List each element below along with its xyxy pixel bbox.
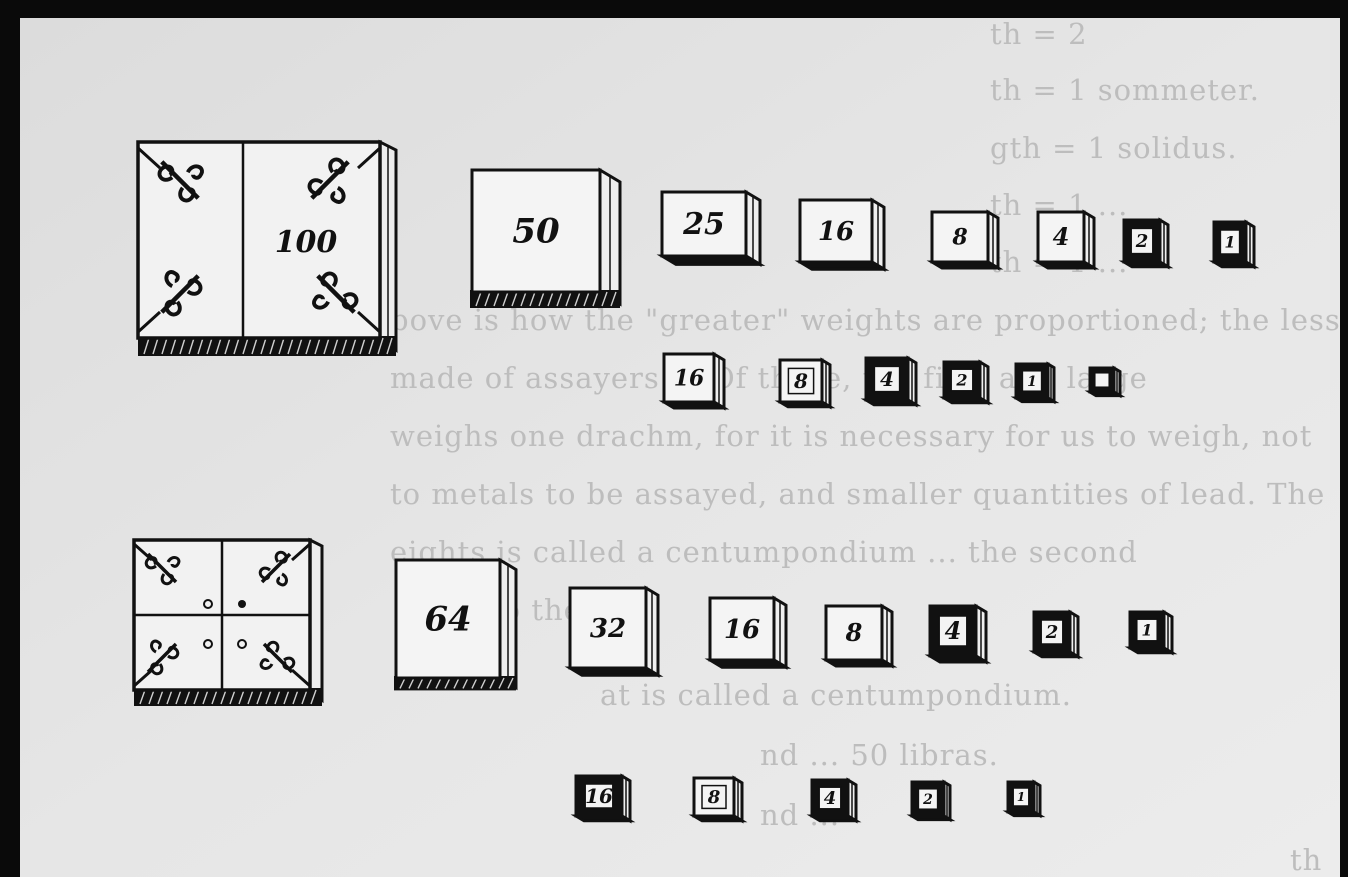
weight-label: 1 [1224,232,1235,251]
weight-label: 4 [945,616,962,645]
weight-label: 1 [1141,620,1152,639]
weight-label: 4 [824,788,837,809]
large-box-weight-100: 100 [138,142,396,356]
bleed-line: at is called a centumpondium. [600,678,1072,712]
weight-16-c: 16 [710,598,786,667]
weight-smallest [1090,368,1120,396]
weight-label: 16 [818,217,854,247]
weight-1-a: 1 [1214,222,1254,267]
bleed-line: to metals to be assayed, and smaller qua… [390,477,1325,511]
quartered-box [134,540,322,706]
weight-4-c: 4 [930,606,986,662]
weight-label: 25 [682,207,725,242]
weight-label: 50 [512,212,560,252]
weight-2-c: 2 [1034,612,1078,657]
weight-2-a: 2 [1124,220,1168,267]
weight-32: 32 [570,588,658,675]
weight-label: 8 [707,787,721,808]
weight-label: 16 [585,784,613,808]
weight-2-d: 2 [912,782,950,820]
weight-4-d: 4 [812,780,856,821]
bleed-line: nd ... 50 libras. [760,738,999,772]
weight-1-c: 1 [1130,612,1172,653]
weight-label: 8 [845,618,863,647]
bleed-line: th = 2 [990,17,1088,51]
bleed-line: weighs one drachm, for it is necessary f… [390,419,1312,453]
weight-16-d: 16 [576,776,630,821]
weight-label: 8 [951,224,967,250]
weight-label: 32 [590,614,626,644]
weight-8-d: 8 [694,778,742,821]
weight-label: 100 [275,225,338,260]
weight-label: 1 [1017,790,1025,804]
weight-8-a: 8 [932,212,998,268]
weight-label: 8 [793,369,808,393]
weight-label: 2 [955,370,967,389]
weight-label: 16 [724,615,760,645]
weight-1-d: 1 [1008,782,1040,816]
weight-label: 1 [1027,374,1037,390]
box-side [310,540,322,700]
box-dot [238,600,246,608]
bleed-line: bove is how the "greater" weights are pr… [390,303,1341,337]
bleed-line: th = 1 sommeter. [990,73,1260,107]
weight-64: 64 [394,560,516,690]
bleed-line: th [1290,843,1322,877]
weight-inner-face [1095,373,1109,387]
weight-16-a: 16 [800,200,884,269]
weight-label: 4 [880,367,894,391]
weight-label: 16 [674,365,705,391]
bleed-line: gth = 1 solidus. [990,131,1238,165]
weight-4-a: 4 [1038,212,1094,268]
weight-8-c: 8 [826,606,892,666]
weight-25: 25 [662,192,760,264]
weight-label: 2 [1045,622,1059,643]
weight-1-b: 1 [1016,364,1054,402]
weight-label: 64 [424,600,471,640]
weight-2-b: 2 [944,362,988,403]
weight-16-b: 16 [664,354,724,408]
weight-label: 4 [1053,222,1070,251]
weight-4-b: 4 [866,358,916,405]
weight-50: 50 [470,170,620,308]
weight-label: 2 [922,792,933,808]
weight-label: 2 [1135,231,1149,252]
weight-8-b: 8 [780,360,830,407]
